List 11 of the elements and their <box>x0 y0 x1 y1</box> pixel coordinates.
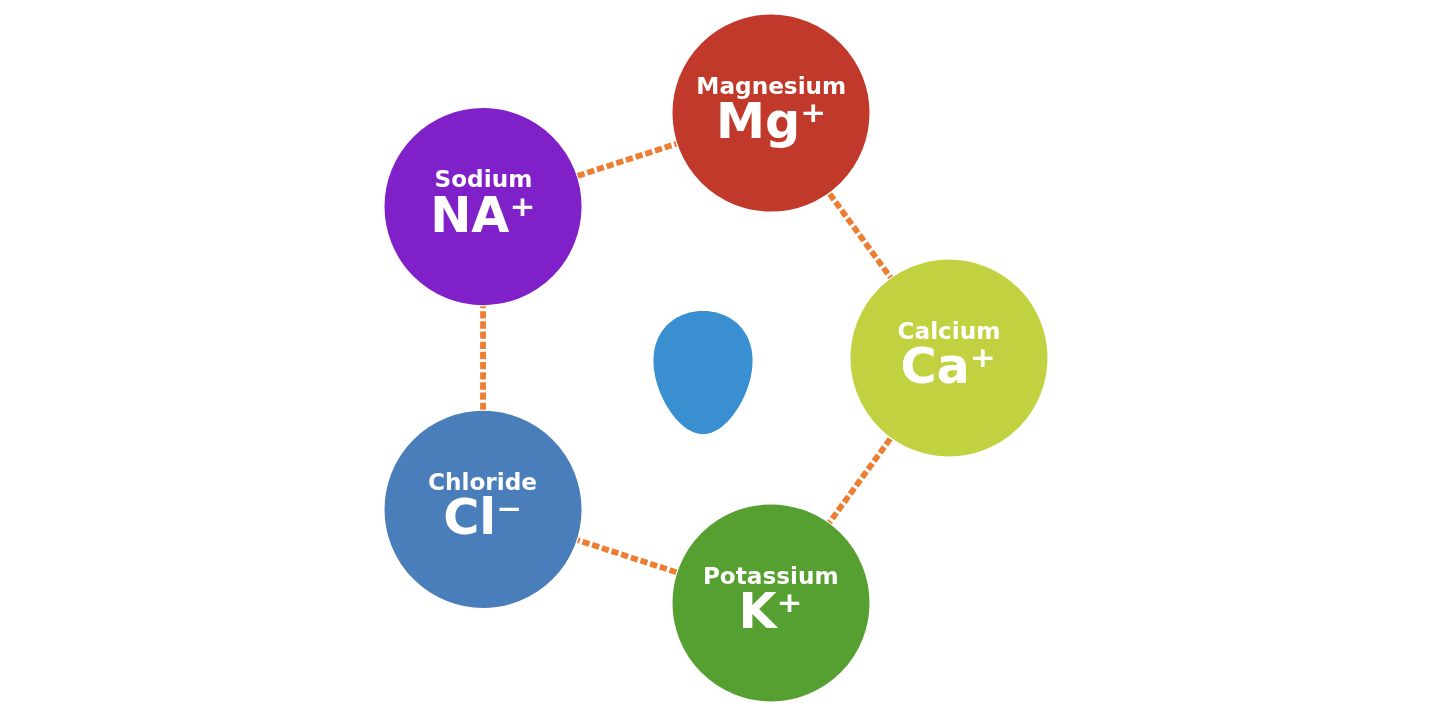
connector <box>576 141 678 179</box>
node-circle: Magnesium Mg⁺ <box>671 13 871 213</box>
connector <box>480 306 486 410</box>
node-circle: Calcium Ca⁺ <box>849 258 1049 458</box>
node-circle: Chloride Cl⁻ <box>383 409 583 610</box>
node-picture <box>652 309 754 436</box>
node-circle: Sodium NA⁺ <box>383 106 583 307</box>
connector <box>827 192 893 280</box>
node-circle: Potassium K⁺ <box>671 503 871 703</box>
connector <box>827 437 893 525</box>
connector <box>576 537 678 575</box>
